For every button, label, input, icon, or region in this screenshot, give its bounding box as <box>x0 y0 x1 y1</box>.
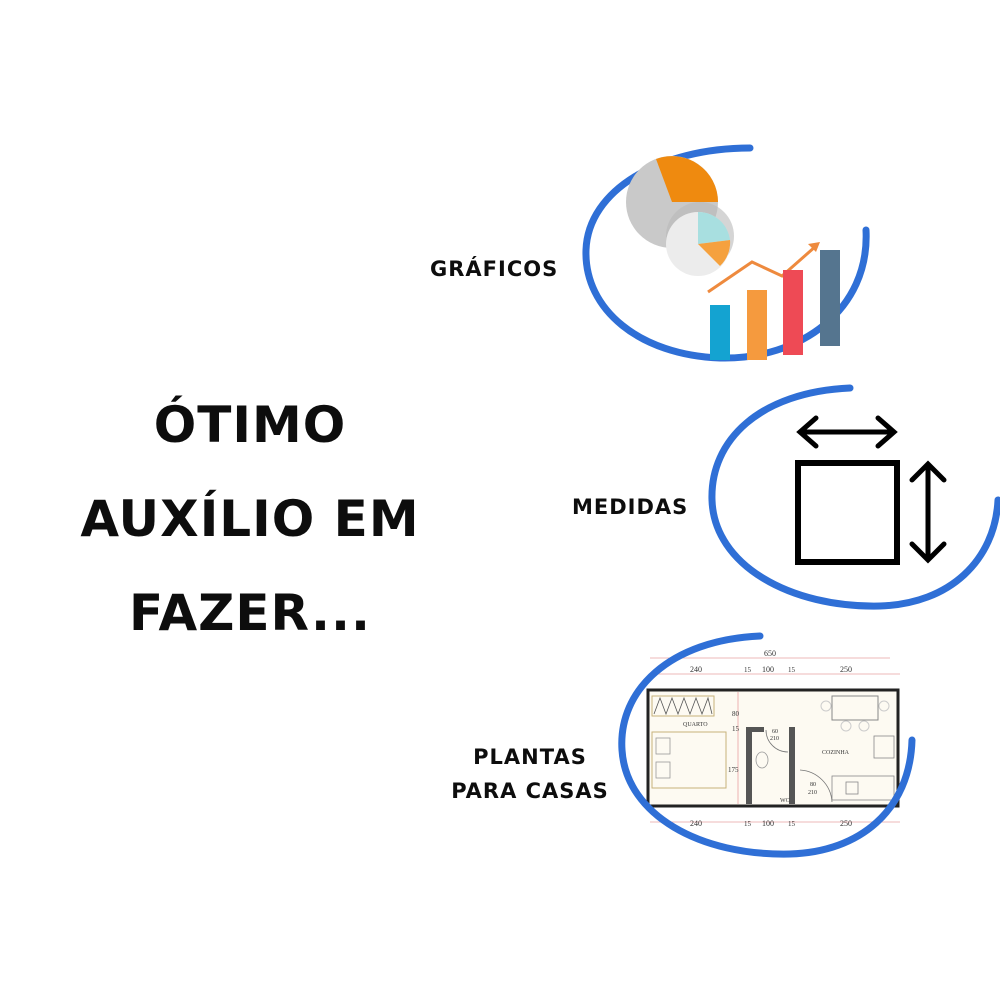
room-quarto: QUARTO <box>683 722 708 728</box>
plantas-label: PLANTAS PARA CASAS <box>430 740 630 808</box>
dim-bottom-4: 15 <box>788 820 796 828</box>
dim-v-1: 80 <box>732 710 740 718</box>
dim-top-1: 240 <box>690 665 702 674</box>
headline-line-1: ÓTIMO <box>153 396 347 454</box>
dim-v-3: 175 <box>728 766 739 774</box>
door-1-width: 60 <box>772 729 778 735</box>
headline-line-2: AUXÍLIO EM <box>80 490 420 548</box>
graficos-label: GRÁFICOS <box>430 257 559 281</box>
dim-top-2: 15 <box>744 666 752 674</box>
dim-top-5: 250 <box>840 665 852 674</box>
headline-line-3: FAZER... <box>129 584 371 642</box>
dim-bottom-3: 100 <box>762 819 774 828</box>
dim-bottom-1: 240 <box>690 819 702 828</box>
headline: ÓTIMO AUXÍLIO EM FAZER... <box>40 378 460 660</box>
plantas-label-line-1: PLANTAS <box>473 745 587 769</box>
plantas-label-line-2: PARA CASAS <box>451 779 609 803</box>
dim-top-4: 15 <box>788 666 796 674</box>
door-2-height: 210 <box>808 790 817 796</box>
dim-top-3: 100 <box>762 665 774 674</box>
measurements-icon <box>708 384 1000 610</box>
door-2-width: 80 <box>810 782 816 788</box>
dim-bottom-2: 15 <box>744 820 752 828</box>
door-1-height: 210 <box>770 736 779 742</box>
dim-bottom-5: 250 <box>840 819 852 828</box>
floor-plan-icon: 650 240 15 100 15 250 QUARTO 60 210 WC 8… <box>618 632 916 858</box>
dim-total: 650 <box>764 649 776 658</box>
room-cozinha: COZINHA <box>822 750 850 756</box>
room-wc: WC <box>780 798 790 804</box>
charts-icon <box>582 144 870 362</box>
medidas-label: MEDIDAS <box>572 495 689 519</box>
dim-v-2: 15 <box>732 725 740 733</box>
